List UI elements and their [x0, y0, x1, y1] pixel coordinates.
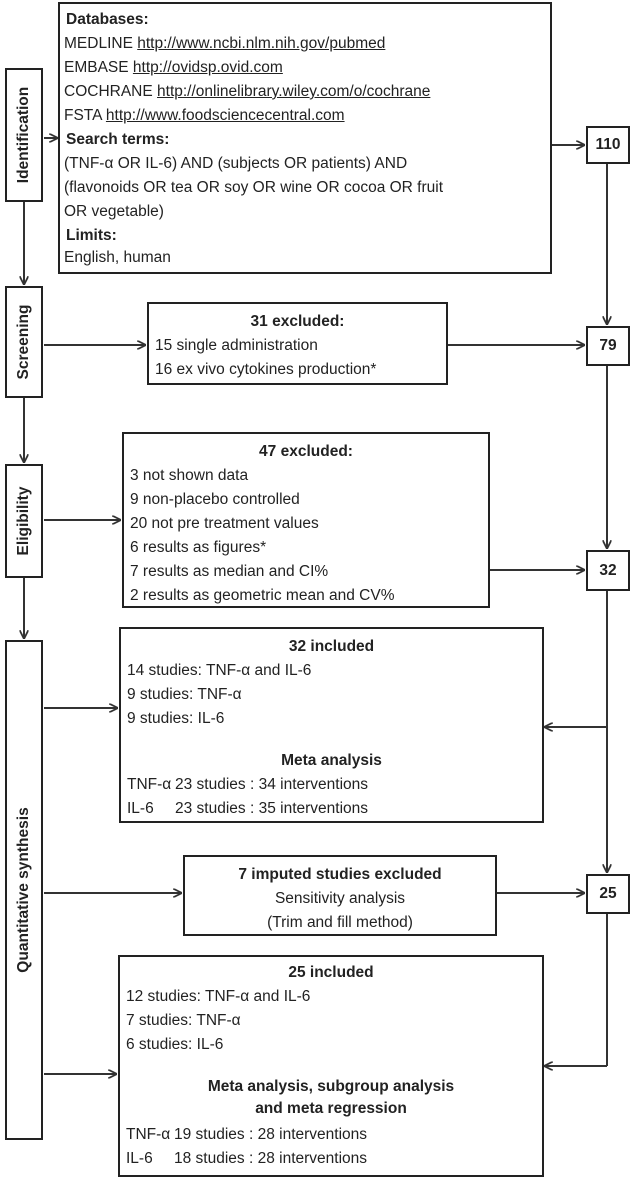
- study-count: 6 studies: IL-6: [126, 1036, 224, 1053]
- study-count: 12 studies: TNF-α and IL-6: [126, 988, 311, 1005]
- database-name: MEDLINE: [64, 35, 133, 52]
- exclusion-reason: 20 not pre treatment values: [130, 515, 319, 532]
- stage-quantitative-synthesis: Quantitative synthesis: [5, 640, 43, 1140]
- included-25-box: 25 included 12 studies: TNF-α and IL-6 7…: [118, 955, 544, 1177]
- database-embase: EMBASE http://ovidsp.ovid.com: [64, 58, 283, 77]
- database-fsta: FSTA http://www.foodsciencecentral.com: [64, 106, 345, 125]
- included-32-box: 32 included 14 studies: TNF-α and IL-6 9…: [119, 627, 544, 823]
- meta-row-value: 18 studies : 28 interventions: [174, 1150, 368, 1167]
- sensitivity-line: Sensitivity analysis: [274, 890, 406, 907]
- stage-screening-label: Screening: [15, 304, 32, 380]
- exclusion-reason: 2 results as geometric mean and CV%: [130, 587, 395, 604]
- database-medline: MEDLINE http://www.ncbi.nlm.nih.gov/pubm…: [64, 34, 385, 53]
- count-screened: 79: [586, 326, 630, 366]
- meta-row-value: 23 studies : 34 interventions: [175, 776, 369, 793]
- meta-row-value: 19 studies : 28 interventions: [174, 1126, 368, 1143]
- database-link[interactable]: http://www.ncbi.nlm.nih.gov/pubmed: [137, 35, 386, 52]
- sensitivity-method: (Trim and fill method): [267, 914, 413, 931]
- database-link[interactable]: http://onlinelibrary.wiley.com/o/cochran…: [157, 83, 431, 100]
- screening-excluded-box: 31 excluded: 15 single administration 16…: [147, 302, 448, 385]
- meta-analysis-heading: Meta analysis, subgroup analysis: [207, 1078, 455, 1095]
- count-eligible: 32: [586, 550, 630, 591]
- eligibility-excluded-box: 47 excluded: 3 not shown data 9 non-plac…: [122, 432, 490, 608]
- exclusion-reason: 3 not shown data: [130, 467, 249, 484]
- sensitivity-box: 7 imputed studies excluded Sensitivity a…: [183, 855, 497, 936]
- study-count: 14 studies: TNF-α and IL-6: [127, 662, 312, 679]
- limits-heading: Limits:: [66, 227, 117, 244]
- meta-row-il6: IL-6 18 studies : 28 interventions: [126, 1149, 367, 1168]
- limits-value: English, human: [64, 249, 171, 266]
- study-count: 7 studies: TNF-α: [126, 1012, 241, 1029]
- database-name: EMBASE: [64, 59, 129, 76]
- eligibility-excluded-heading: 47 excluded:: [259, 443, 353, 460]
- meta-analysis-heading-2: and meta regression: [255, 1100, 407, 1117]
- search-terms-heading: Search terms:: [66, 131, 170, 148]
- stage-eligibility-label: Eligibility: [15, 486, 32, 556]
- count-identified: 110: [586, 126, 630, 164]
- stage-screening: Screening: [5, 286, 43, 398]
- exclusion-reason: 15 single administration: [155, 337, 318, 354]
- meta-row-label: TNF-α: [127, 776, 172, 793]
- meta-row-label: TNF-α: [126, 1126, 171, 1143]
- meta-row-label: IL-6: [126, 1150, 153, 1167]
- database-name: COCHRANE: [64, 83, 153, 100]
- stage-identification-label: Identification: [15, 86, 32, 184]
- screening-excluded-heading: 31 excluded:: [250, 313, 345, 330]
- included-25-heading: 25 included: [288, 964, 374, 981]
- database-name: FSTA: [64, 107, 102, 124]
- study-count: 9 studies: TNF-α: [127, 686, 242, 703]
- database-link[interactable]: http://ovidsp.ovid.com: [132, 59, 283, 76]
- exclusion-reason: 6 results as figures*: [130, 539, 267, 556]
- database-cochrane: COCHRANE http://onlinelibrary.wiley.com/…: [64, 82, 430, 101]
- exclusion-reason: 16 ex vivo cytokines production*: [155, 361, 377, 378]
- meta-row-il6: IL-6 23 studies : 35 interventions: [127, 799, 368, 818]
- included-32-heading: 32 included: [288, 638, 375, 655]
- search-line: (TNF-α OR IL-6) AND (subjects OR patient…: [64, 155, 408, 172]
- meta-row-value: 23 studies : 35 interventions: [175, 800, 369, 817]
- meta-row-label: IL-6: [127, 800, 154, 817]
- stage-identification: Identification: [5, 68, 43, 202]
- identification-box: Databases: MEDLINE http://www.ncbi.nlm.n…: [58, 2, 552, 274]
- count-final: 25: [586, 874, 630, 914]
- exclusion-reason: 9 non-placebo controlled: [130, 491, 300, 508]
- stage-eligibility: Eligibility: [5, 464, 43, 578]
- study-count: 9 studies: IL-6: [127, 710, 225, 727]
- stage-synthesis-label: Quantitative synthesis: [15, 807, 32, 973]
- databases-heading: Databases:: [66, 11, 149, 28]
- database-link[interactable]: http://www.foodsciencecentral.com: [105, 107, 345, 124]
- search-line: (flavonoids OR tea OR soy OR wine OR coc…: [64, 179, 444, 196]
- sensitivity-heading: 7 imputed studies excluded: [238, 866, 442, 883]
- exclusion-reason: 7 results as median and CI%: [130, 563, 329, 580]
- search-line: OR vegetable): [64, 203, 164, 220]
- meta-analysis-heading: Meta analysis: [281, 752, 382, 769]
